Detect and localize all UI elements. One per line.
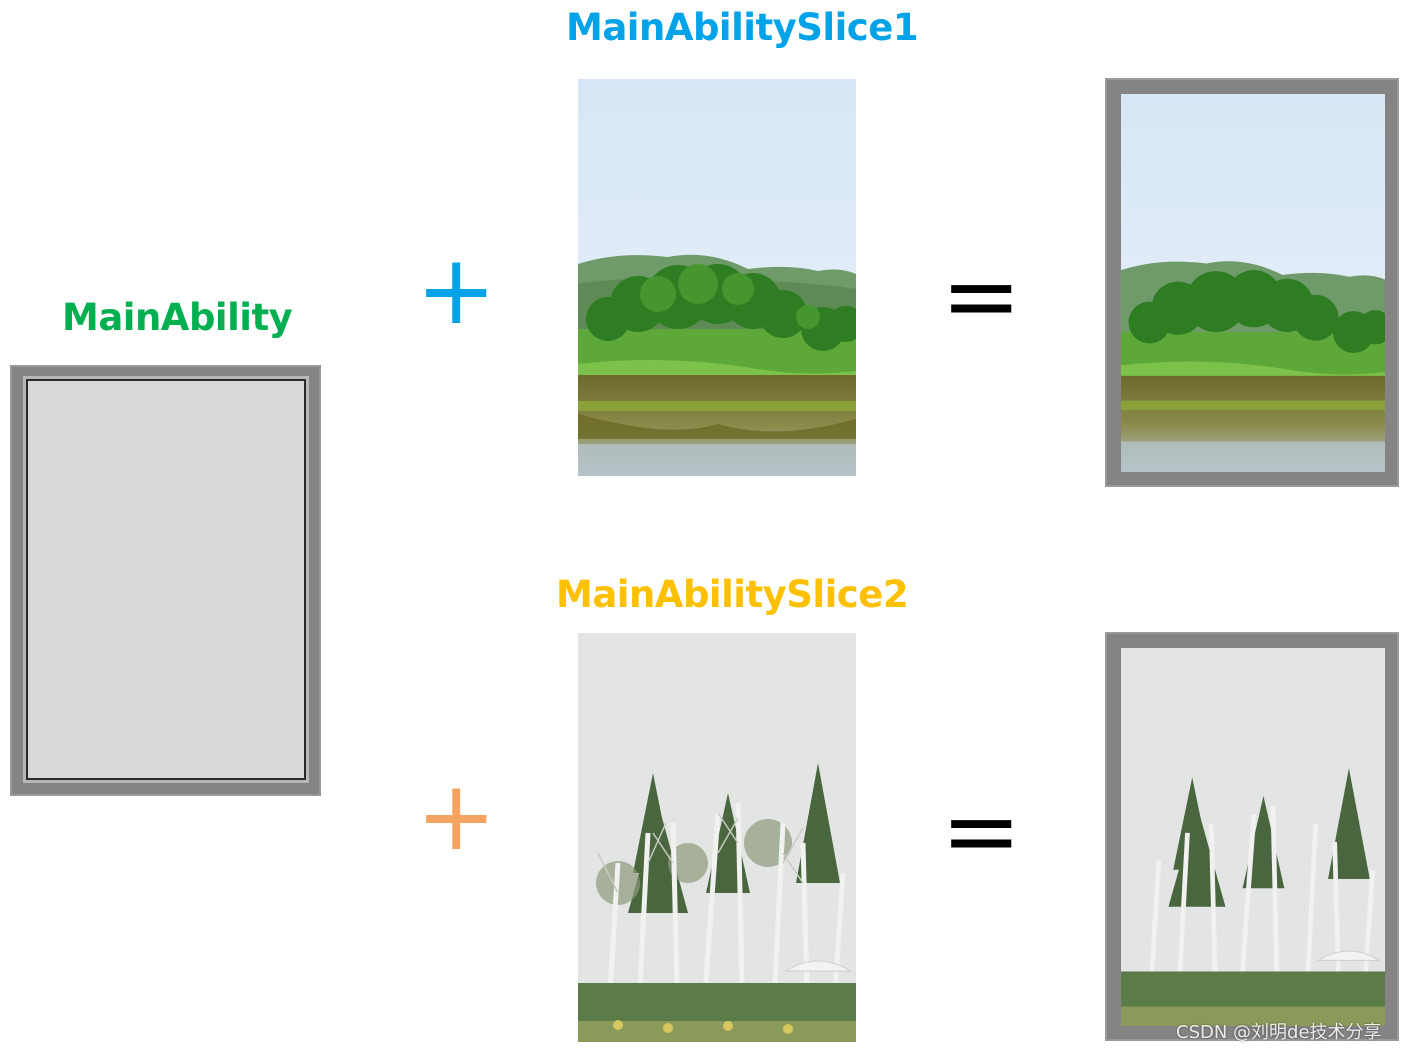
result2-birch-photo (1121, 648, 1385, 1026)
equals-top-symbol: = (941, 240, 1022, 352)
slice2-birch-photo (578, 633, 856, 1042)
result1-frame (1105, 78, 1399, 487)
plus-bottom-symbol: + (416, 760, 497, 872)
slice2-label: MainAbilitySlice2 (556, 573, 909, 616)
equals-bottom-symbol: = (941, 775, 1022, 887)
csdn-watermark: CSDN @刘明de技术分享 (1176, 1022, 1382, 1043)
result1-lake-photo (1121, 94, 1385, 472)
result2-frame (1105, 632, 1399, 1041)
main-ability-frame (10, 365, 321, 796)
slice1-label: MainAbilitySlice1 (566, 6, 919, 49)
main-ability-screen (26, 379, 306, 780)
plus-top-symbol: + (416, 234, 497, 346)
main-ability-label: MainAbility (62, 296, 293, 339)
slice1-lake-photo (578, 79, 856, 476)
